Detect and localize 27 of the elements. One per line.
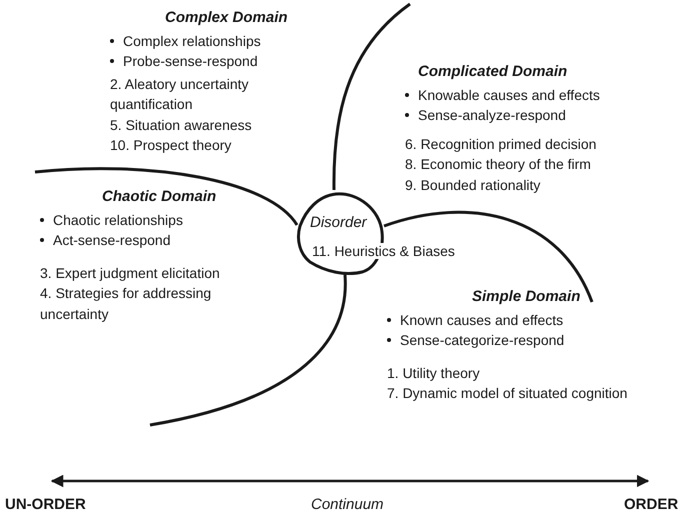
numbered-item: 7. Dynamic model of situated cognition (387, 384, 628, 403)
continuum-label: ORDER (624, 496, 678, 513)
bullet-item: Chaotic relationships (53, 210, 183, 230)
numbered-item: 8. Economic theory of the firm (405, 155, 592, 174)
bullet-item: Complex relationships (123, 32, 261, 51)
bullet-item: Sense-categorize-respond (400, 331, 564, 350)
numbered-item: 3. Expert judgment elicitation (40, 264, 221, 283)
numbered-item: 9. Bounded rationality (405, 176, 542, 195)
bullet-item: Sense-analyze-respond (418, 106, 566, 125)
bullet-item: Knowable causes and effects (418, 86, 600, 104)
domain-heading: Simple Domain (472, 287, 582, 307)
bullet-item: Known causes and effects (400, 310, 564, 330)
domain-heading: Complex Domain (165, 8, 289, 28)
numbered-item: 1. Utility theory (387, 364, 481, 383)
domain-heading: Complicated Domain (418, 62, 568, 82)
bullet-item: Act-sense-respond (53, 231, 171, 250)
continuum-label: UN-ORDER (5, 496, 86, 513)
continuum-label: Continuum (311, 496, 384, 513)
numbered-item: 5. Situation awareness (110, 116, 253, 134)
domain-heading: Chaotic Domain (102, 187, 218, 207)
disorder-label: Disorder (310, 214, 367, 231)
numbered-item: 10. Prospect theory (110, 136, 232, 155)
bullet-item: Probe-sense-respond (123, 52, 258, 71)
numbered-item: 2. Aleatory uncertainty quantification (110, 74, 250, 114)
numbered-item: 4. Strategies for addressing uncertainty (40, 284, 212, 324)
numbered-item: 11. Heuristics & Biases (312, 243, 455, 259)
numbered-item: 6. Recognition primed decision (405, 134, 598, 154)
